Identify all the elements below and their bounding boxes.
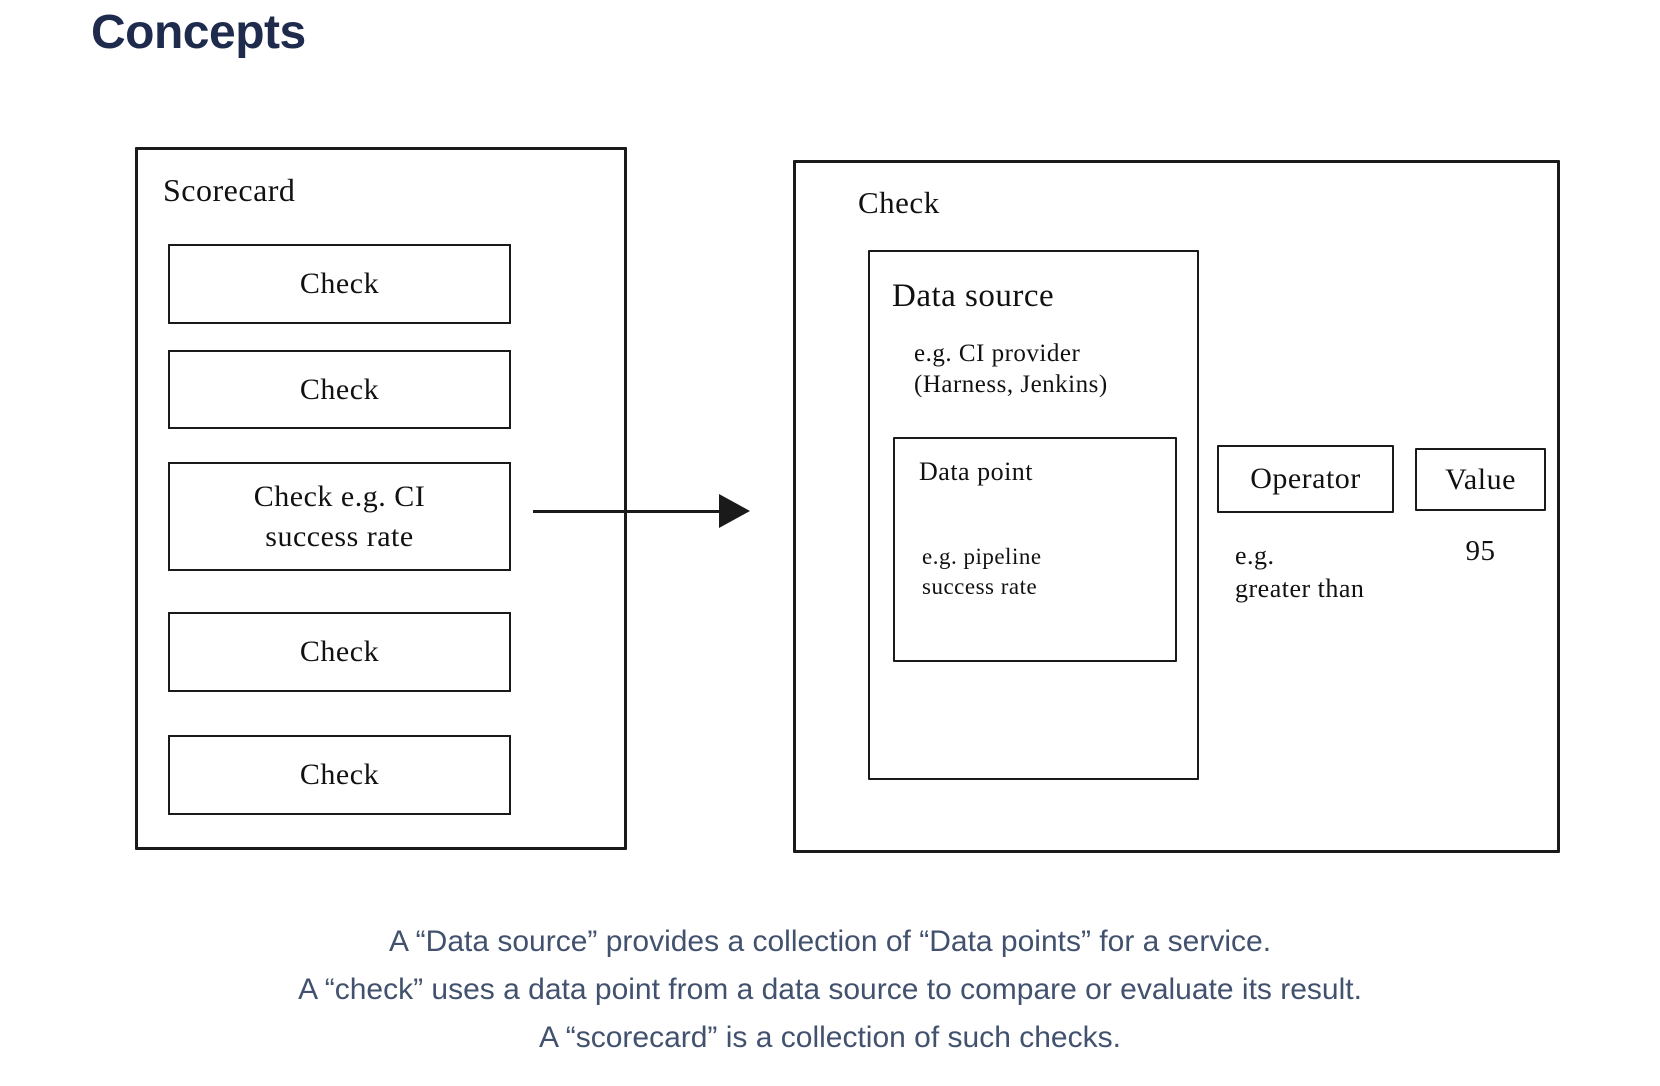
- check-label: Check: [299, 267, 380, 300]
- check-detail-box: Check Data source e.g. CI provider (Harn…: [793, 160, 1560, 853]
- check-label: Check e.g. CI success rate: [253, 479, 426, 553]
- value-example: 95: [1465, 535, 1496, 567]
- operator-example: e.g. greater than: [1235, 541, 1365, 603]
- scorecard-check-item-1: Check: [168, 244, 511, 324]
- scorecard-label: Scorecard: [163, 172, 296, 208]
- footnote: A “Data source” provides a collection of…: [0, 918, 1660, 1062]
- scorecard-check-item-2: Check: [168, 350, 511, 429]
- check-label: Check: [299, 758, 380, 791]
- data-source-title: Data source: [892, 278, 1055, 314]
- data-point-example: e.g. pipeline success rate: [922, 544, 1042, 599]
- footnote-line-2: A “check” uses a data point from a data …: [298, 973, 1362, 1006]
- check-label: Check: [299, 635, 380, 668]
- value-label: Value: [1445, 462, 1516, 496]
- scorecard-check-item-ci-success-rate: Check e.g. CI success rate: [168, 462, 511, 571]
- scorecard-check-item-4: Check: [168, 612, 511, 692]
- operator-label: Operator: [1250, 462, 1361, 495]
- data-source-example: e.g. CI provider (Harness, Jenkins): [914, 340, 1108, 398]
- data-point-title: Data point: [919, 457, 1034, 486]
- check-detail-label: Check: [858, 185, 940, 220]
- scorecard-check-item-5: Check: [168, 735, 511, 815]
- data-source-box: Data source e.g. CI provider (Harness, J…: [868, 250, 1199, 780]
- arrow-line: [533, 510, 722, 513]
- value-box: Value: [1415, 448, 1546, 511]
- page-title: Concepts: [91, 6, 306, 59]
- operator-box: Operator: [1217, 445, 1394, 513]
- footnote-line-3: A “scorecard” is a collection of such ch…: [539, 1021, 1121, 1054]
- arrow-head-icon: [719, 494, 750, 528]
- scorecard-box: Scorecard Check Check Check e.g. CI succ…: [135, 147, 627, 850]
- footnote-line-1: A “Data source” provides a collection of…: [388, 925, 1272, 958]
- check-label: Check: [299, 372, 380, 406]
- data-point-box: Data point e.g. pipeline success rate: [893, 437, 1177, 662]
